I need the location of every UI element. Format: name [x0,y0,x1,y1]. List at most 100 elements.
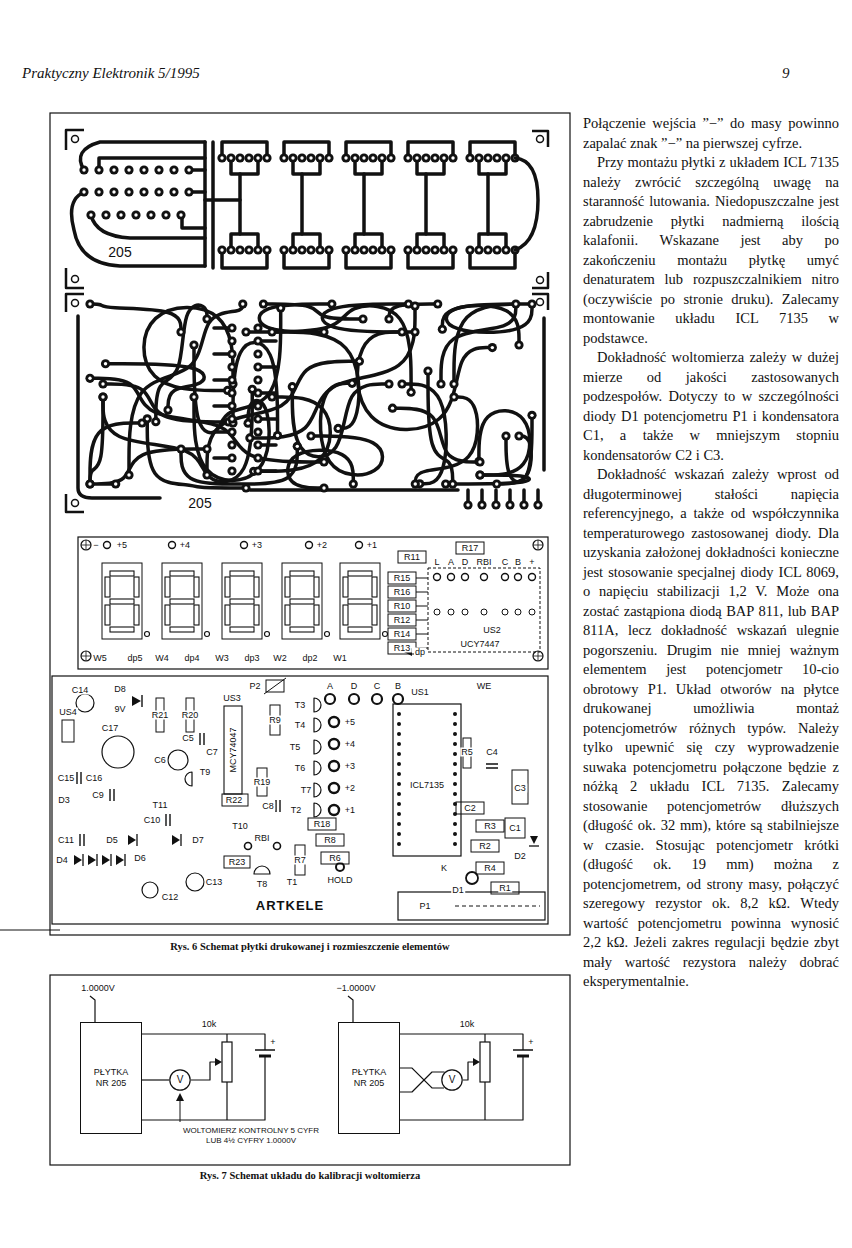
component-label: +3 [251,541,263,550]
resistor-outline [476,862,504,874]
component-label: A [447,558,455,567]
copper-trace [238,174,242,234]
copper-pad [411,479,420,488]
copper-trace [258,339,276,343]
arrow-head [473,1058,480,1066]
component-label: D1 [451,886,465,895]
copper-pad [355,357,364,366]
copper-trace [346,142,391,158]
resistor-outline [388,628,416,640]
drill-hole [441,328,444,331]
drill-hole [477,248,480,251]
drill-hole [270,330,273,333]
copper-pad [297,153,306,162]
display-segment [254,577,259,597]
copper-pad [293,442,302,451]
drill-hole [256,430,259,433]
potentiometer-symbol [222,1042,232,1082]
drill-hole [452,382,455,385]
component-label: C13 [205,878,224,887]
wire [484,1082,485,1120]
drill-hole [187,168,190,171]
copper-pad [253,336,262,345]
drill-hole [433,156,436,159]
drill-hole [149,213,152,216]
transistor-outline [314,783,321,797]
ic-pin [397,762,401,766]
copper-pad [217,245,226,254]
copper-pad [176,210,185,219]
copper-pad [154,165,163,174]
copper-pad [184,187,193,196]
capacitor-outline [505,818,525,838]
drill-hole [468,156,471,159]
copper-trace [156,305,207,421]
copper-trace [408,142,453,158]
copper-pad [253,414,262,423]
figure-frame [50,975,570,1165]
copper-pad [169,187,178,196]
copper-pad [350,153,359,162]
drill-hole [478,473,481,476]
component-label: R6 [328,854,342,863]
regulator-outline [62,720,74,742]
component-label: R3 [483,822,497,831]
copper-trace [470,142,515,158]
drill-hole [442,156,445,159]
copper-pad [519,500,528,509]
copper-pad [267,392,276,401]
drill-hole [414,482,417,485]
diode-symbol [530,836,538,844]
component-label: D6 [133,854,147,863]
copper-pad [98,379,107,388]
copper-pad [439,153,448,162]
decimal-point [205,632,210,637]
diode-symbol [82,854,83,866]
drill-hole [486,156,489,159]
ic-pin [453,762,457,766]
display-segment [194,577,199,597]
ic-outline [224,706,242,794]
copper-pad [227,362,236,371]
drill-hole [336,427,339,430]
copper-pad [386,245,395,254]
copper-pad [350,245,359,254]
drill-hole [230,378,233,381]
corner-mark [66,494,84,512]
component-label: C7 [205,748,219,757]
copper-pad [202,444,211,453]
drill-hole [82,168,85,171]
component-label: +4 [344,740,356,749]
text-column: Połączenie wejścia ”−” do masy powinno z… [583,114,839,992]
corner-mark [72,300,79,307]
drill-hole [256,326,259,329]
battery-symbol [517,1055,529,1058]
component-label: R12 [393,616,412,625]
copper-pad [475,470,484,479]
copper-pad [267,327,276,336]
solder-pad [372,694,382,704]
drill-hole [220,248,223,251]
copper-pad [397,379,406,388]
drill-hole [256,378,259,381]
component-label: R19 [253,778,272,787]
copper-pad [324,153,333,162]
ic-pin [397,732,401,736]
drill-hole [172,190,175,193]
copper-pad [474,457,483,466]
display-segment [110,627,134,632]
copper-pad [163,405,172,414]
solder-pad [329,717,339,727]
component-label: R21 [151,711,170,720]
copper-pad [235,153,244,162]
copper-pad [359,245,368,254]
drill-hole [322,330,325,333]
wire [400,1056,523,1120]
potentiometer-symbol [480,1042,490,1082]
copper-pad [505,500,514,509]
figure-caption: Rys. 7 Schemat układu do kalibracji wolt… [200,1171,420,1182]
drill-hole [142,168,145,171]
drill-hole [104,362,107,365]
copper-pad [465,245,474,254]
copper-pad [319,457,328,466]
